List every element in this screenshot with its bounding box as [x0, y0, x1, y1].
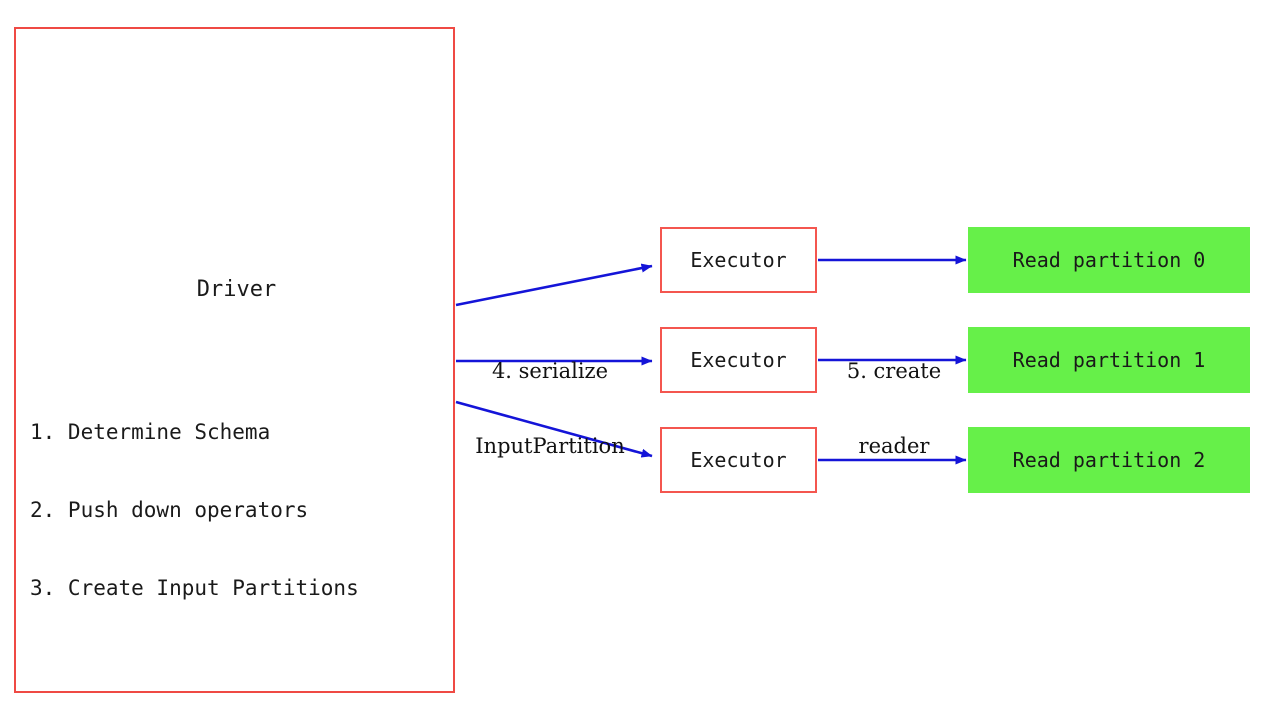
- edge-label-reader-line-1: 5. create: [846, 359, 942, 383]
- executor-box-2: Executor: [660, 427, 817, 493]
- read-partition-box-1: Read partition 1: [968, 327, 1250, 393]
- edge-label-reader-line-2: reader: [858, 434, 930, 458]
- arrow-driver-to-executor-0: [455, 263, 653, 307]
- edge-label-create-reader: 5. create reader: [826, 309, 962, 509]
- read-partition-box-2: Read partition 2: [968, 427, 1250, 493]
- read-partition-label-2: Read partition 2: [1012, 448, 1206, 472]
- read-partition-box-0: Read partition 0: [968, 227, 1250, 293]
- driver-step-1: 1. Determine Schema: [30, 420, 271, 444]
- executor-label-0: Executor: [690, 248, 787, 272]
- read-partition-label-0: Read partition 0: [1012, 248, 1206, 272]
- executor-label-2: Executor: [690, 448, 787, 472]
- executor-label-1: Executor: [690, 348, 787, 372]
- executor-box-0: Executor: [660, 227, 817, 293]
- edge-label-serialize-line-2: InputPartition: [475, 434, 625, 458]
- driver-step-3: 3. Create Input Partitions: [30, 576, 359, 600]
- edge-label-serialize-input-partition: 4. serialize InputPartition: [462, 309, 638, 509]
- read-partition-label-1: Read partition 1: [1012, 348, 1206, 372]
- driver-title: Driver: [196, 277, 277, 302]
- executor-box-1: Executor: [660, 327, 817, 393]
- driver-step-2: 2. Push down operators: [30, 498, 309, 522]
- driver-steps-list: 1. Determine Schema 2. Push down operato…: [30, 367, 450, 653]
- edge-label-serialize-line-1: 4. serialize: [491, 359, 609, 383]
- driver-box: Driver 1. Determine Schema 2. Push down …: [14, 27, 455, 693]
